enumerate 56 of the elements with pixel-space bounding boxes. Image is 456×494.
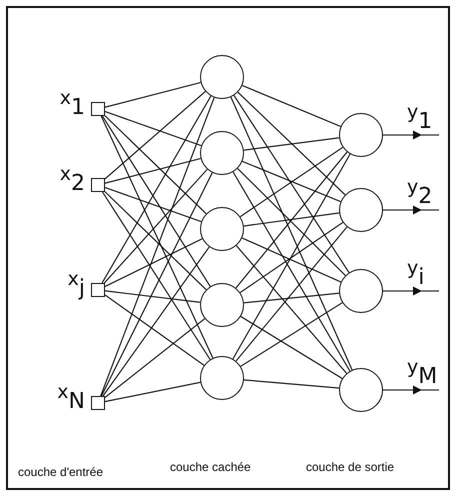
connection-line (230, 96, 353, 370)
connection-line (104, 382, 201, 402)
layer-label: couche d'entrée (18, 465, 104, 479)
connection-line (104, 294, 204, 366)
connection-line (236, 226, 348, 362)
layer-label: couche de sortie (306, 460, 394, 474)
connection-line (104, 115, 207, 214)
connection-line (240, 316, 343, 379)
connection-line (242, 160, 341, 202)
connection-line (100, 116, 214, 358)
connection-line (244, 292, 340, 304)
neuron-circle (200, 55, 244, 99)
input-square (91, 396, 105, 410)
neuron-circle (339, 368, 383, 412)
connection-line (244, 212, 340, 227)
connection-line (242, 84, 341, 128)
neuron-circle (339, 269, 383, 313)
output-arrow (383, 130, 422, 140)
neuron-circle (200, 131, 244, 175)
connection-line (104, 238, 202, 288)
connection-line (104, 168, 208, 284)
connection-line (240, 222, 344, 294)
neuron-circle (339, 188, 383, 232)
connection-line (104, 186, 202, 222)
connection-line (100, 172, 213, 396)
connection-line (104, 191, 207, 290)
neuron-circle (200, 207, 244, 251)
output-arrow (383, 286, 422, 296)
output-arrow (383, 206, 422, 214)
connection-line (104, 290, 200, 303)
connection-line (244, 137, 340, 151)
connection-line (240, 302, 343, 367)
connection-line (237, 168, 346, 276)
connection-line (102, 192, 211, 360)
connection-line (100, 97, 215, 396)
connection-line (104, 91, 206, 180)
connection-line (104, 110, 202, 146)
input-square (91, 178, 105, 192)
connection-line (104, 318, 206, 398)
connection-line (104, 82, 201, 108)
connection-line (102, 246, 210, 396)
connection-line (236, 152, 348, 288)
neuron-circle (339, 113, 383, 157)
connection-line (236, 245, 348, 374)
input-square (91, 102, 105, 116)
output-arrow (383, 386, 422, 394)
neuron-circle (200, 283, 244, 327)
input-square (91, 283, 105, 297)
connection-line (244, 379, 340, 389)
connection-line (238, 92, 346, 196)
connection-line (234, 95, 350, 273)
connection-line (240, 146, 344, 218)
neuron-circle (200, 356, 244, 400)
connection-line (104, 158, 201, 184)
connection-line (242, 237, 342, 283)
layer-label: couche cachée (170, 460, 251, 474)
